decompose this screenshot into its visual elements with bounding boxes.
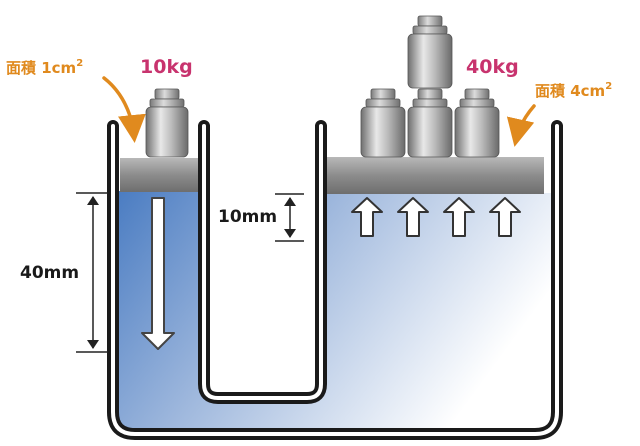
weights-40kg-icon (360, 15, 500, 158)
left-piston (120, 158, 198, 192)
depth-label: 40mm (20, 263, 79, 283)
liquid (117, 191, 553, 430)
weight-unit-icon (407, 88, 453, 158)
up-arrow-icon (351, 197, 383, 237)
right-area-label: 面積 4cm2 (535, 81, 612, 100)
up-arrow-icon (397, 197, 429, 237)
left-area-superscript: 2 (76, 58, 83, 69)
weight-unit-icon (454, 88, 500, 158)
left-weight-label: 10kg (140, 56, 193, 78)
left-area-pointer (102, 76, 146, 143)
rise-label: 10mm (218, 207, 277, 227)
weight-unit-icon (360, 88, 406, 158)
depth-dimension (76, 192, 108, 353)
up-arrow-icon (489, 197, 521, 237)
up-arrow-icon (443, 197, 475, 237)
down-arrow-icon (141, 197, 175, 350)
rise-dimension (275, 193, 304, 242)
right-weight-label: 40kg (466, 56, 519, 78)
right-piston (327, 157, 544, 194)
vessel-wall (107, 120, 563, 440)
weight-10kg-icon (145, 88, 189, 158)
right-area-superscript: 2 (605, 81, 612, 92)
left-area-label: 面積 1cm2 (6, 58, 83, 77)
right-area-pointer (506, 104, 536, 147)
weight-unit-icon (407, 15, 453, 89)
